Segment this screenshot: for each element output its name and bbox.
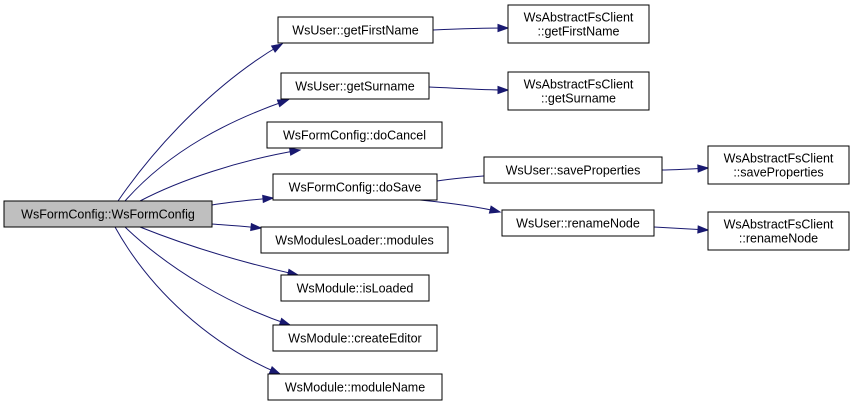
edge-getSurname-to-fsGetSurname <box>428 85 510 95</box>
arrow-head-icon <box>270 43 284 53</box>
node-isLoaded[interactable]: WsModule::isLoaded <box>280 274 430 302</box>
edge-line <box>139 149 301 202</box>
node-getFirstName[interactable]: WsUser::getFirstName <box>277 16 434 44</box>
edge-root-to-moduleName <box>114 226 282 375</box>
arrow-head-icon <box>262 194 275 204</box>
edge-line <box>432 27 509 31</box>
node-doCancel[interactable]: WsFormConfig::doCancel <box>266 121 443 149</box>
node-box <box>266 121 443 149</box>
edge-root-to-doSave <box>211 194 275 206</box>
node-label: WsAbstractFsClient <box>524 11 634 25</box>
edge-saveProperties-to-fsSaveProperties <box>661 164 710 173</box>
node-box <box>707 145 850 185</box>
node-box <box>483 156 663 184</box>
node-label: WsFormConfig::doCancel <box>283 129 426 143</box>
arrow-head-icon <box>697 164 710 173</box>
edge-renameNode-to-fsRenameNode <box>653 225 710 234</box>
node-saveProperties[interactable]: WsUser::saveProperties <box>483 156 663 184</box>
node-box <box>272 173 438 201</box>
edge-line <box>114 226 281 375</box>
node-label: WsUser::getSurname <box>295 80 415 94</box>
node-label: ::getSurname <box>541 92 616 106</box>
arrow-head-icon <box>497 85 510 95</box>
arrow-head-icon <box>276 99 290 108</box>
node-box <box>260 226 449 254</box>
node-label: WsModule::createEditor <box>288 332 421 346</box>
node-renameNode[interactable]: WsUser::renameNode <box>501 209 655 237</box>
edge-line <box>139 226 299 276</box>
node-label: WsModulesLoader::modules <box>275 234 433 248</box>
edge-line <box>124 226 291 326</box>
node-label: ::saveProperties <box>733 166 823 180</box>
edge-line <box>428 86 509 91</box>
node-box <box>507 71 650 111</box>
edge-root-to-doCancel <box>139 147 302 202</box>
node-label: WsUser::renameNode <box>516 217 640 231</box>
node-box <box>272 324 438 352</box>
edge-getFirstName-to-fsGetFirstName <box>432 23 510 33</box>
node-fsGetFirstName[interactable]: WsAbstractFsClient::getFirstName <box>507 4 650 44</box>
node-label: WsUser::saveProperties <box>506 164 641 178</box>
node-label: WsAbstractFsClient <box>524 78 634 92</box>
node-label: WsModule::moduleName <box>285 381 425 395</box>
edge-line <box>117 43 283 202</box>
node-moduleName[interactable]: WsModule::moduleName <box>267 373 443 401</box>
arrow-head-icon <box>278 317 292 326</box>
node-label: WsFormConfig::WsFormConfig <box>21 208 195 222</box>
node-label: ::getFirstName <box>538 25 620 39</box>
node-label: WsAbstractFsClient <box>724 218 834 232</box>
arrow-head-icon <box>488 205 502 214</box>
edge-doSave-to-renameNode <box>419 199 502 214</box>
edge-line <box>419 199 501 213</box>
edges-layer <box>114 23 710 375</box>
arrow-head-icon <box>288 147 302 156</box>
node-fsRenameNode[interactable]: WsAbstractFsClient::renameNode <box>707 211 850 251</box>
node-label: WsUser::getFirstName <box>292 24 418 38</box>
node-box <box>267 373 443 401</box>
nodes-layer: WsFormConfig::WsFormConfig WsUser::getFir… <box>3 4 850 401</box>
arrow-head-icon <box>250 222 263 232</box>
edge-line <box>124 99 289 202</box>
arrow-head-icon <box>497 23 510 33</box>
node-box <box>507 4 650 44</box>
arrow-head-icon <box>268 366 282 375</box>
node-box <box>501 209 655 237</box>
edge-root-to-getSurname <box>124 99 290 202</box>
node-createEditor[interactable]: WsModule::createEditor <box>272 324 438 352</box>
node-fsGetSurname[interactable]: WsAbstractFsClient::getSurname <box>507 71 650 111</box>
node-label: WsAbstractFsClient <box>724 152 834 166</box>
edge-root-to-modules <box>211 222 263 232</box>
node-box <box>280 72 430 100</box>
node-doSave[interactable]: WsFormConfig::doSave <box>272 173 438 201</box>
node-box <box>277 16 434 44</box>
node-label: ::renameNode <box>739 232 818 246</box>
edge-root-to-getFirstName <box>117 43 284 202</box>
arrow-head-icon <box>697 225 710 234</box>
node-box <box>707 211 850 251</box>
node-root[interactable]: WsFormConfig::WsFormConfig <box>3 200 213 228</box>
node-label: WsFormConfig::doSave <box>289 181 422 195</box>
node-box <box>3 200 213 228</box>
node-label: WsModule::isLoaded <box>297 282 414 296</box>
node-box <box>280 274 430 302</box>
node-getSurname[interactable]: WsUser::getSurname <box>280 72 430 100</box>
node-modules[interactable]: WsModulesLoader::modules <box>260 226 449 254</box>
node-fsSaveProperties[interactable]: WsAbstractFsClient::saveProperties <box>707 145 850 185</box>
